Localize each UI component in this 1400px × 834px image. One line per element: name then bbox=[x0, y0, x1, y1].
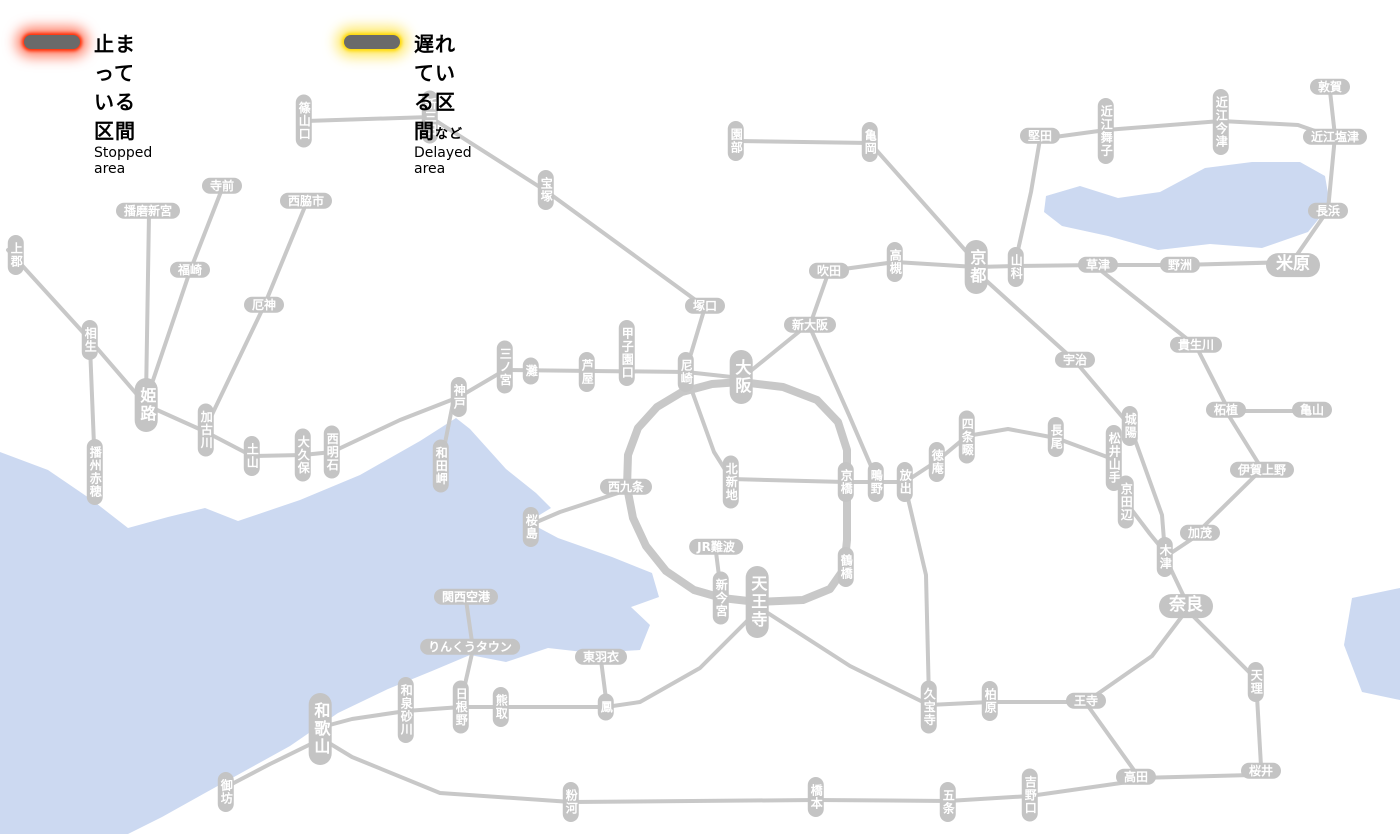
rail-line-kansai-kamo-tsuge bbox=[1199, 414, 1264, 531]
rail-line-nara-line bbox=[978, 273, 1167, 555]
rail-line-yamatoji-namba bbox=[714, 550, 723, 594]
rail-line-osaka-higashi-north bbox=[810, 330, 876, 475]
rail-line-kisei bbox=[226, 739, 319, 788]
legend-text-delayed: 遅れている区間など Delayed area bbox=[414, 28, 472, 177]
rail-line-osaka-loop bbox=[623, 378, 851, 606]
rail-line-gakkentoshi bbox=[848, 427, 1166, 553]
rail-line-hokuriku bbox=[1292, 89, 1337, 261]
water-osaka-bay bbox=[0, 418, 659, 834]
legend-item-stopped: 止まっている区間 Stopped area bbox=[24, 28, 152, 177]
rail-line-bantan bbox=[145, 187, 224, 400]
rail-line-sakurai bbox=[1136, 610, 1263, 780]
water-right-edge-water bbox=[1344, 588, 1400, 700]
rail-line-sanyo-kobe bbox=[6, 248, 743, 458]
rail-line-tozai bbox=[686, 378, 847, 484]
rail-line-kishin bbox=[144, 212, 151, 400]
legend-delayed-sublabel: Delayed area bbox=[414, 145, 472, 177]
rail-line-nara-kizu-kamo bbox=[1163, 531, 1203, 603]
rail-line-hagoromo bbox=[599, 658, 608, 701]
legend-delayed-label: 遅れている区間など bbox=[414, 28, 472, 144]
rail-line-sakurajima bbox=[530, 490, 623, 526]
water-lake-biwa bbox=[1044, 162, 1330, 250]
legend-stopped-label: 止まっている区間 bbox=[94, 32, 136, 143]
rail-line-wakayama-line bbox=[322, 704, 1138, 804]
legend-delayed-label-suffix: など bbox=[435, 127, 464, 142]
rail-line-kakogawa bbox=[205, 202, 308, 427]
legend-text-stopped: 止まっている区間 Stopped area bbox=[94, 28, 152, 177]
legend-item-delayed: 遅れている区間など Delayed area bbox=[344, 28, 472, 177]
rail-line-kusatsu bbox=[1097, 267, 1228, 407]
rail-line-ako bbox=[88, 344, 97, 472]
legend-stopped-sublabel: Stopped area bbox=[94, 145, 153, 177]
rail-line-yamatoji bbox=[758, 606, 1188, 707]
rail-line-osaka-higashi-south bbox=[904, 488, 931, 702]
delayed-segment-icon bbox=[344, 35, 400, 49]
stopped-segment-icon bbox=[24, 35, 80, 49]
rail-line-hanwa bbox=[320, 609, 759, 729]
rail-line-sagano bbox=[735, 139, 975, 261]
